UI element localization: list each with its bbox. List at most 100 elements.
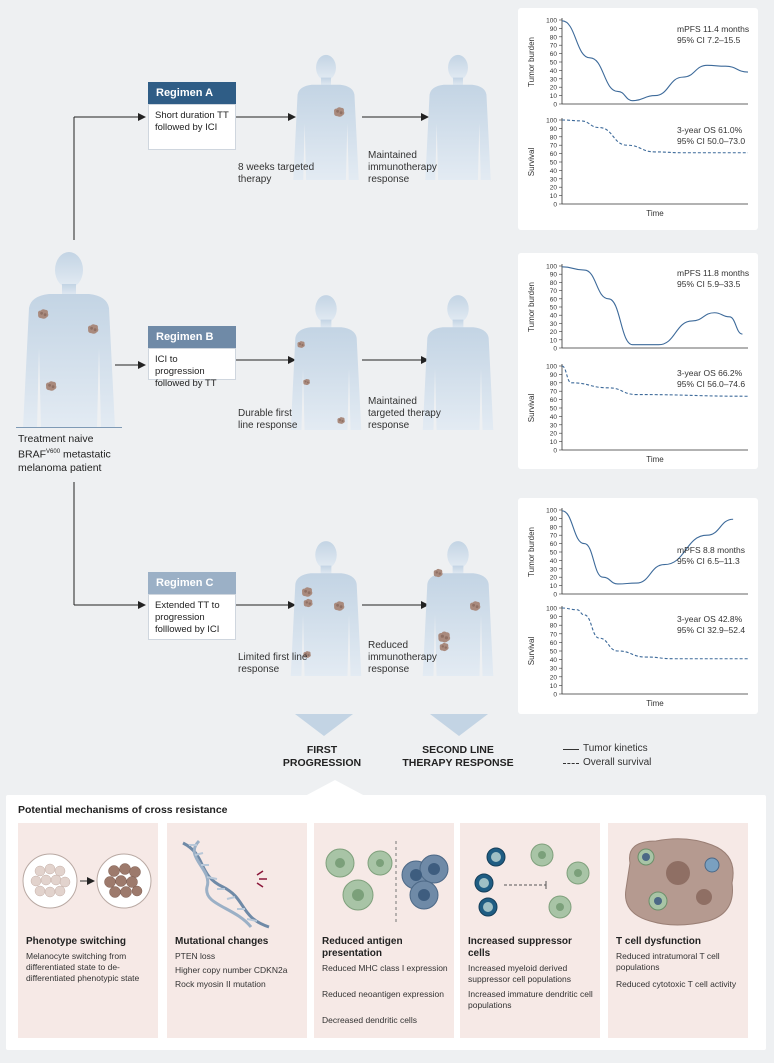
mechanism-text-tcell-2: Reduced cytotoxic T cell activity [616, 979, 737, 989]
mechanism-card-tcell: T cell dysfunction Reduced intratumoral … [608, 823, 748, 1038]
mechanisms-heading: Potential mechanisms of cross resistance [18, 804, 228, 816]
patient-label: Treatment naive BRAFV600 metastatic mela… [18, 433, 111, 474]
y-tick-label: 90 [550, 516, 558, 523]
regimen-b-step2: Maintained targeted therapy response [368, 396, 441, 431]
regimen-c-header: Regimen C [148, 572, 236, 594]
mechanism-text-mutational-3: Rock myosin II mutation [175, 979, 266, 989]
regimen-c-desc: Extended TT to progression folllowed by … [148, 594, 236, 640]
y-tick-label: 90 [550, 372, 558, 379]
mechanism-title-suppressor: Increased suppressor cells [468, 936, 572, 959]
mechanism-text-suppressor-1: Increased myeloid derived suppressor cel… [468, 963, 572, 984]
y-tick-label: 10 [550, 93, 558, 100]
y-tick-label: 40 [550, 414, 558, 421]
y-tick-label: 30 [550, 422, 558, 429]
regimen-c-step1: Limited first line response [238, 652, 308, 675]
regimen-a-step1: 8 weeks targeted therapy [238, 162, 315, 185]
y-tick-label: 30 [550, 176, 558, 183]
y-tick-label: 80 [550, 380, 558, 387]
y-tick-label: 50 [550, 60, 558, 67]
chart-c-os: 3-year OS 42.8%95% CI 32.9–52.4 [677, 614, 746, 635]
y-axis-label: Survival [527, 394, 536, 423]
y-tick-label: 60 [550, 51, 558, 58]
y-tick-label: 80 [550, 34, 558, 41]
y-tick-label: 90 [550, 26, 558, 33]
y-axis-label: Tumor burden [527, 37, 536, 87]
y-tick-label: 50 [550, 305, 558, 312]
chart-panel-a [518, 8, 758, 230]
regimen-a-step2: Maintained immunotherapy response [368, 150, 437, 185]
y-tick-label: 10 [550, 583, 558, 590]
regimen-c-step2: Reduced immunotherapy response [368, 640, 437, 675]
legend-solid-swatch [563, 749, 579, 750]
y-axis-label: Survival [527, 148, 536, 177]
y-tick-label: 100 [546, 364, 557, 371]
y-tick-label: 70 [550, 143, 558, 150]
y-tick-label: 60 [550, 541, 558, 548]
mechanism-card-mutational: Mutational changes PTEN loss Higher copy… [167, 823, 307, 1038]
y-tick-label: 40 [550, 657, 558, 664]
y-tick-label: 0 [553, 592, 557, 599]
y-tick-label: 20 [550, 674, 558, 681]
y-tick-label: 0 [553, 346, 557, 353]
chart-a-os: 3-year OS 61.0%95% CI 50.0–73.0 [677, 125, 746, 146]
tumor-kinetics-curve [561, 510, 734, 585]
chart-panel-c [518, 498, 758, 714]
y-tick-label: 100 [546, 508, 557, 515]
legend: Tumor kinetics Overall survival [563, 743, 713, 773]
y-axis-label: Survival [527, 637, 536, 666]
regimen-a-desc: Short duration TT followed by ICI [148, 104, 236, 150]
antigen-illustration [325, 841, 449, 925]
mechanism-title-mutational: Mutational changes [175, 936, 269, 947]
y-tick-label: 0 [553, 448, 557, 455]
mechanism-text-antigen-1: Reduced MHC class I expression [322, 963, 448, 973]
tcell-illustration [625, 838, 734, 926]
y-tick-label: 60 [550, 151, 558, 158]
mechanism-text-phenotype: Melanocyte switching from differentiated… [26, 951, 140, 983]
y-tick-label: 40 [550, 168, 558, 175]
mechanism-title-antigen: Reduced antigen presentation [322, 936, 403, 959]
y-tick-label: 100 [546, 264, 557, 271]
y-tick-label: 0 [553, 692, 557, 699]
regimen-b-step1: Durable first line response [238, 408, 298, 431]
y-tick-label: 10 [550, 683, 558, 690]
y-tick-label: 50 [550, 649, 558, 656]
mechanism-text-antigen-3: Decreased dendritic cells [322, 1015, 417, 1025]
y-tick-label: 30 [550, 321, 558, 328]
x-axis-label: Time [646, 209, 664, 218]
mechanism-text-tcell-1: Reduced intratumoral T cell populations [616, 951, 720, 972]
y-tick-label: 10 [550, 337, 558, 344]
y-tick-label: 60 [550, 397, 558, 404]
legend-dashed-swatch [563, 763, 579, 764]
y-axis-label: Tumor burden [527, 527, 536, 577]
flow-arrows [73, 113, 429, 609]
y-tick-label: 40 [550, 558, 558, 565]
y-tick-label: 90 [550, 272, 558, 279]
y-tick-label: 50 [550, 406, 558, 413]
survival-curve [561, 365, 749, 397]
first-progression-label: FIRST PROGRESSION [282, 744, 362, 769]
x-axis-label: Time [646, 455, 664, 464]
y-tick-label: 40 [550, 68, 558, 75]
legend-solid-label: Tumor kinetics [583, 743, 648, 754]
y-tick-label: 20 [550, 329, 558, 336]
mechanism-text-mutational-1: PTEN loss [175, 951, 216, 961]
y-tick-label: 30 [550, 76, 558, 83]
phenotype-switch-illustration [22, 853, 152, 909]
mechanism-text-suppressor-2: Increased immature dendritic cell popula… [468, 989, 593, 1010]
tumor-kinetics-curve [561, 20, 749, 102]
y-tick-label: 40 [550, 313, 558, 320]
mechanism-card-antigen: Reduced antigen presentation Reduced MHC… [314, 823, 454, 1038]
y-tick-label: 80 [550, 134, 558, 141]
y-tick-label: 80 [550, 524, 558, 531]
y-tick-label: 70 [550, 43, 558, 50]
survival-curve [561, 607, 748, 660]
y-tick-label: 100 [546, 606, 557, 613]
y-tick-label: 60 [550, 296, 558, 303]
y-tick-label: 90 [550, 614, 558, 621]
chart-panel-b [518, 253, 758, 469]
mechanism-card-suppressor: Increased suppressor cells Increased mye… [460, 823, 600, 1038]
regimen-b-header: Regimen B [148, 326, 236, 348]
y-tick-label: 100 [546, 118, 557, 125]
